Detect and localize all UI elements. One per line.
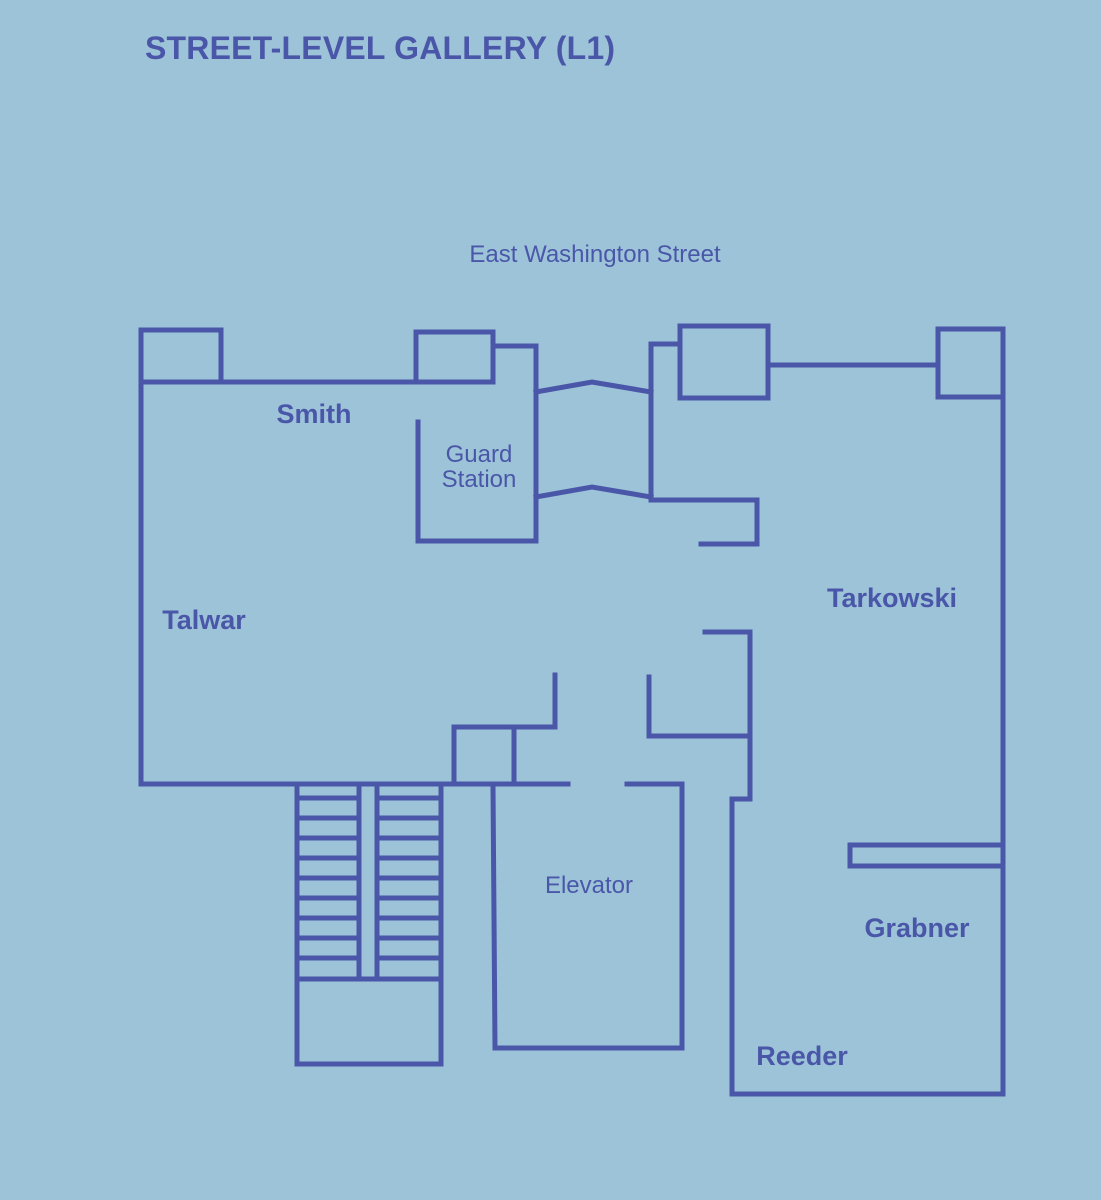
stair-outline [294, 784, 444, 1067]
entrance-passage [533, 379, 654, 500]
map-title: STREET-LEVEL GALLERY (L1) [145, 30, 616, 66]
stairs [294, 784, 444, 1067]
room-label-guard: Guard [446, 441, 513, 468]
stair-center-rail [356, 784, 380, 982]
room-label-tarkowski: Tarkowski [827, 583, 957, 613]
tarkowski-inner-wall [646, 674, 753, 739]
entrance-upper-edge [533, 379, 654, 395]
right-gallery-walls [646, 323, 1006, 1097]
tarkowski-north-west-wall [648, 341, 760, 547]
room-label-reeder: Reeder [756, 1041, 848, 1071]
east-and-south-wall [702, 394, 1006, 1097]
pillar-top-right-b [935, 326, 1006, 400]
elevator-walls [490, 781, 685, 1051]
room-label-talwar: Talwar [162, 605, 246, 635]
street-label: East Washington Street [469, 241, 721, 268]
entrance-lower-edge [533, 484, 654, 500]
left-gallery-walls [138, 327, 571, 787]
guard-station-walls [415, 343, 539, 544]
pillar-top-left [138, 327, 224, 385]
room-label-elevator: Elevator [545, 872, 633, 899]
west-wall [138, 379, 453, 787]
room-label-smith: Smith [276, 399, 351, 429]
pillar-top-mid [413, 329, 496, 385]
south-wall-talwar [451, 672, 571, 787]
room-label-grabner: Grabner [864, 913, 970, 943]
pillar-top-right-a [677, 323, 771, 401]
grabner-divider [847, 842, 1006, 869]
room-label-station: Station [442, 466, 517, 493]
